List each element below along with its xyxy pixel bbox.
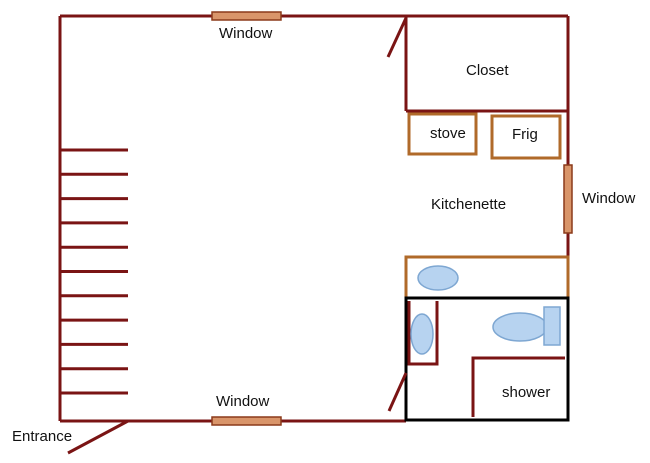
window-bottom-label: Window (216, 393, 270, 410)
fridge (490, 114, 562, 160)
closet-walls (404, 16, 568, 113)
frig-label: Frig (512, 126, 538, 143)
window-top (211, 11, 282, 21)
closet-door (386, 17, 408, 58)
bathroom-door (387, 372, 408, 412)
vanity-counter (404, 255, 570, 298)
stove (407, 112, 478, 156)
entrance-label: Entrance (12, 428, 73, 445)
window-right-label: Window (582, 190, 636, 207)
window-top-label: Window (219, 25, 273, 42)
bath-sink-cabinet (407, 301, 439, 366)
shower-stall (471, 356, 565, 417)
vanity-sink (417, 265, 459, 291)
bath-sink (410, 313, 434, 355)
stove-label: stove (430, 125, 466, 142)
kitchenette-label: Kitchenette (431, 196, 507, 213)
window-right (563, 164, 573, 234)
toilet-tank (543, 306, 561, 346)
toilet-bowl (492, 312, 548, 342)
window-bottom (211, 416, 282, 426)
shower-label: shower (502, 384, 551, 401)
entrance-door (67, 419, 129, 455)
bathroom-walls (404, 296, 570, 422)
closet-label: Closet (466, 62, 509, 79)
stairs (60, 148, 128, 395)
